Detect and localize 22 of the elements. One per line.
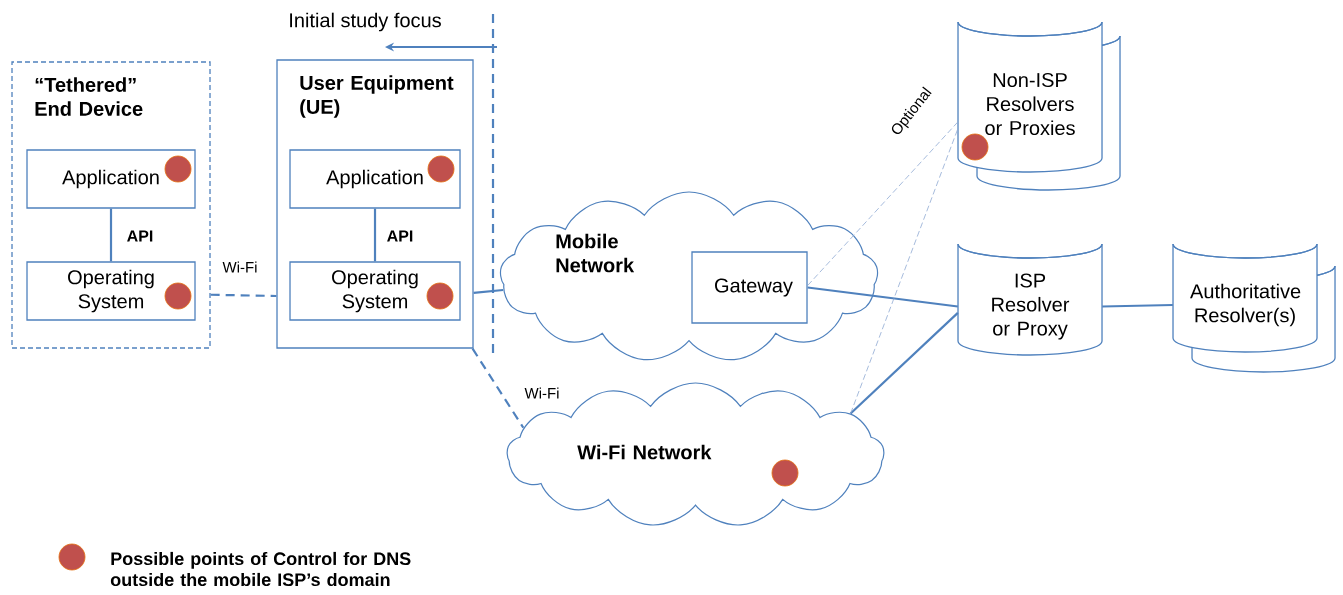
connector-line: [109, 208, 113, 262]
edge-label: Wi-Fi: [523, 386, 561, 400]
legend-text: Possible points of Control for DNS outside the mobile ISP’s domain: [110, 551, 411, 587]
connector-line: [807, 121, 959, 286]
connector-line: [807, 286, 958, 308]
annotation-label: Initial study focus: [290, 12, 441, 32]
process-box: Application: [26, 149, 196, 209]
database-cylinder: Non-ISP Resolvers or Proxies: [957, 21, 1121, 191]
database-cylinder: ISP Resolver or Proxy: [957, 243, 1103, 356]
edge-label: Wi-Fi: [221, 260, 259, 274]
connector-line: [210, 293, 277, 298]
connector-line: [373, 208, 377, 262]
process-box: Application: [289, 149, 461, 209]
process-box: Gateway: [691, 251, 808, 324]
process-box: Operating System: [289, 261, 461, 321]
process-box: Operating System: [26, 261, 196, 321]
database-cylinder: Authoritative Resolver(s): [1172, 243, 1336, 373]
connector-line: [471, 348, 525, 429]
connector-line: [473, 288, 504, 294]
connector-line: [850, 128, 959, 414]
connector-line: [849, 312, 959, 415]
connector-line: [1102, 303, 1173, 308]
